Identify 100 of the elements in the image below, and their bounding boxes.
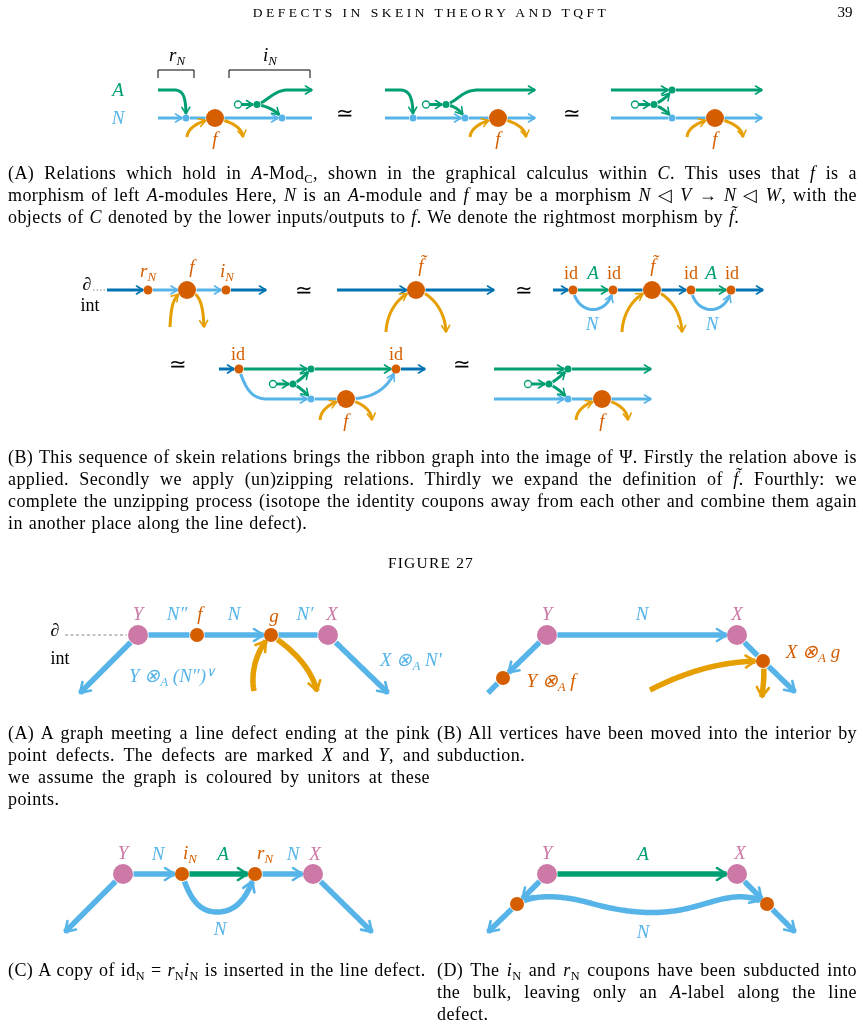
line-defect [230, 285, 267, 295]
strand-line [648, 654, 757, 693]
coupon-dot-icon [175, 867, 189, 881]
strand-line [314, 397, 337, 401]
strand-line [449, 85, 536, 105]
relation-symbol: ≃ [169, 353, 187, 375]
line-defect [401, 364, 426, 374]
node-label: f [343, 411, 349, 431]
strand-line [295, 384, 310, 397]
line-defect [556, 627, 728, 643]
vertex-dot-icon [182, 114, 190, 122]
relation-symbol: ≃ [453, 353, 471, 375]
unit-ring-icon [630, 100, 640, 109]
node-label: f [197, 604, 203, 624]
relation-symbol: ≃ [563, 102, 581, 124]
vertex-dot-icon [307, 395, 315, 403]
vertex-dot-icon [307, 365, 315, 373]
node-label: Y [117, 843, 129, 863]
strand-line [196, 285, 222, 295]
line-defect [736, 285, 764, 295]
coupon-dot-icon [221, 285, 231, 295]
strand-line [416, 113, 462, 123]
node-label: i$_{N}$ [183, 843, 197, 863]
node-label: r$_{N}$ [257, 843, 273, 863]
strand-line [158, 88, 191, 115]
strand-line [494, 394, 565, 404]
strand-line [571, 397, 593, 401]
strand-line [620, 292, 644, 333]
unit-ring-icon [523, 379, 533, 389]
coupon-dot-icon [726, 285, 736, 295]
strand-line [260, 103, 281, 116]
strand-line [63, 879, 118, 934]
strand-line [506, 640, 542, 675]
node-label: Y ⊗$_{A}$ f [526, 671, 576, 691]
point-defect-icon [128, 625, 148, 645]
strand-line [531, 379, 546, 389]
math-label: int [80, 295, 100, 315]
strand-line [285, 116, 313, 120]
node-label: Y [541, 843, 553, 863]
line-defect [107, 285, 144, 295]
node-label: r$_{N}$ [140, 261, 156, 281]
point-defect-icon [537, 625, 557, 645]
page-number: 39 [837, 5, 853, 21]
vertex-dot-icon [278, 114, 286, 122]
strand-line [315, 364, 392, 374]
coupon-dot-icon [496, 671, 510, 685]
figure-caption: (D) The i$_{N}$ and r$_{N}$ coupons have been subducted into the bulk, leaving only an A-label along the line defect. [437, 959, 857, 1025]
edge-label: N [635, 604, 649, 624]
math-label: ∂ [50, 620, 60, 640]
edge-label: A [112, 80, 124, 100]
node-label: id [564, 263, 578, 283]
vertex-dot-icon [650, 101, 658, 108]
strand-line [168, 293, 180, 328]
node-label: id [684, 263, 698, 283]
strand-line [611, 394, 652, 404]
node-label: X [309, 844, 321, 864]
strand-line [611, 116, 668, 120]
strand-line [610, 400, 632, 421]
strand-line [657, 92, 671, 104]
figure-caption: (C) A copy of id$_{N}$ = r$_{N}$i$_{N}$ is inserted in the line defect. [8, 959, 427, 981]
math-label: r$_{N}$ [169, 45, 185, 65]
strand-line [507, 113, 536, 123]
strand-line [385, 116, 409, 120]
relation-symbol: ≃ [295, 279, 313, 301]
point-defect-icon [303, 864, 323, 884]
edge-label: N [151, 844, 165, 864]
line-defect [132, 866, 176, 882]
strand-line [277, 379, 290, 389]
figure-caption: (A) Relations which hold in A-Mod$_{C}$, shown in the graphical calculus within C. This uses that f is a morphism of left A-modules Here, N is an A-module and f may be a morphism N ◁ V → N ◁ W, with the objects of C denoted by the lower inputs/outputs to f. We denote the rightmost morphism by f̃. [8, 162, 857, 228]
node-label: X [731, 604, 743, 624]
strand-line [691, 294, 732, 311]
edge-label: N [705, 314, 719, 334]
strand-line [611, 85, 669, 95]
strand-line [657, 105, 671, 116]
unit-ring-icon [233, 100, 243, 109]
node-label: f [599, 411, 605, 431]
point-defect-icon [318, 625, 338, 645]
coupon-dot-icon [608, 285, 618, 295]
strand-line [770, 907, 797, 934]
strand-line [152, 285, 179, 295]
strand-line [194, 293, 209, 328]
strand-line [355, 373, 396, 401]
strand-line [506, 119, 530, 138]
strand-line [676, 85, 763, 95]
line-defect [277, 632, 319, 638]
strand-line [685, 118, 707, 138]
strand-line [318, 879, 374, 934]
coupon-dot-icon [760, 897, 774, 911]
vertex-dot-icon [409, 114, 417, 122]
strand-line [260, 85, 313, 105]
strand-line [318, 399, 338, 421]
line-defect [617, 288, 643, 292]
coupon-dot-icon [593, 390, 611, 408]
vertex-dot-icon [461, 114, 469, 122]
edge-label: N [213, 919, 227, 939]
coupon-dot-icon [568, 285, 578, 295]
coupon-dot-icon [190, 628, 204, 642]
strand-line [742, 640, 760, 658]
figure-caption: (B) All vertices have been moved into the interior by subduction. [437, 722, 857, 766]
strand-line [158, 113, 183, 123]
